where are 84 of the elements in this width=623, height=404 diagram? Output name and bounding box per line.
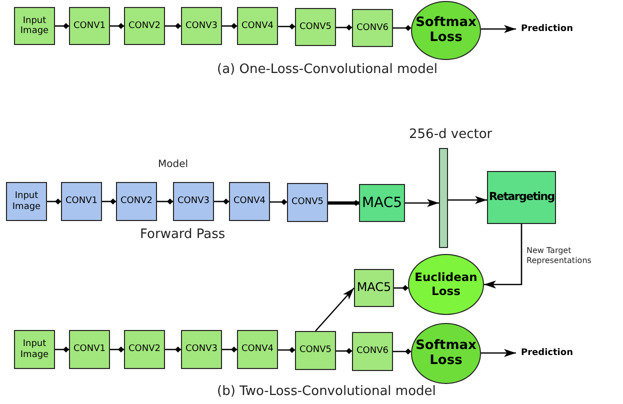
connector	[55, 346, 69, 352]
layer-label: MAC5	[361, 194, 403, 212]
layer-box	[181, 7, 222, 45]
caption: (b) Two-Loss-Convolutional model	[217, 384, 436, 399]
connector	[481, 349, 516, 357]
layer-box	[61, 182, 102, 221]
connector	[336, 24, 352, 30]
layer-label: CONV5	[298, 345, 332, 356]
output-label: Prediction	[521, 348, 573, 358]
layer-box	[287, 183, 328, 222]
layer-label: Input Image	[11, 191, 42, 212]
layer-label: CONV1	[72, 20, 106, 32]
layer-label: Input Image	[19, 339, 50, 360]
model-label: Model	[158, 159, 188, 170]
connector	[102, 198, 116, 204]
layer-box	[69, 330, 110, 369]
layer-label: CONV2	[128, 344, 162, 355]
process-box	[487, 171, 556, 224]
layer-label: CONV5	[298, 22, 332, 32]
connector	[480, 25, 516, 33]
layer-box	[359, 184, 405, 222]
layer-label: CONV3	[184, 344, 218, 355]
connector	[394, 285, 408, 291]
connector	[222, 23, 237, 29]
connector	[110, 346, 124, 352]
layer-label: MAC5	[356, 281, 392, 295]
connector	[110, 23, 124, 29]
connector	[328, 200, 359, 206]
layer-label: CONV3	[176, 196, 210, 207]
connector	[336, 348, 352, 354]
layer-box	[124, 7, 165, 45]
layer-box	[295, 8, 336, 46]
layer-box	[124, 330, 165, 369]
layer-box	[173, 182, 214, 221]
layer-box	[6, 182, 47, 221]
connector	[278, 347, 295, 353]
connector	[393, 25, 412, 31]
caption: (a) One-Loss-Convolutional model	[217, 62, 438, 77]
connector	[165, 23, 181, 29]
layer-label: Softmax Loss	[414, 16, 478, 46]
connector	[270, 199, 287, 205]
layer-label: CONV2	[128, 20, 162, 32]
connector	[165, 346, 181, 352]
connector	[222, 346, 237, 352]
layer-label: CONV4	[240, 20, 274, 32]
layer-box	[181, 330, 222, 369]
vector-label: 256-d vector	[409, 127, 492, 142]
layer-label: Input Image	[19, 16, 50, 36]
layer-box	[237, 330, 278, 369]
layer-label: Retargeting	[489, 191, 554, 204]
layer-label: CONV1	[64, 196, 98, 207]
layer-label: CONV1	[72, 344, 106, 355]
layer-box	[352, 332, 393, 371]
layer-box	[69, 7, 110, 45]
connector	[47, 198, 61, 204]
connector	[393, 348, 412, 354]
layer-label: CONV4	[240, 344, 274, 355]
layer-box	[352, 9, 393, 47]
connector	[55, 23, 69, 29]
layer-label: CONV2	[120, 196, 154, 207]
output-label: Prediction	[521, 24, 573, 34]
layer-label: CONV5	[290, 197, 324, 208]
layer-label: CONV3	[184, 20, 218, 32]
layer-box	[295, 331, 336, 370]
layer-box	[116, 182, 157, 221]
layer-label: Euclidean Loss	[414, 271, 478, 298]
connector	[214, 198, 229, 204]
connector	[484, 224, 522, 288]
connector	[405, 199, 439, 207]
layer-box	[14, 330, 55, 369]
layer-label: CONV6	[356, 22, 390, 34]
stage-label: Forward Pass	[140, 227, 226, 242]
connector	[315, 288, 354, 332]
connector	[278, 24, 295, 30]
connector	[448, 196, 487, 204]
layer-label: Softmax Loss	[414, 338, 478, 368]
layer-label: CONV6	[356, 346, 390, 357]
connector	[157, 198, 173, 204]
layer-box	[354, 269, 394, 307]
layer-box	[229, 182, 270, 221]
vector-bar	[439, 148, 448, 248]
layer-box	[237, 7, 278, 45]
layer-label: CONV4	[232, 196, 266, 207]
layer-box	[14, 7, 55, 45]
